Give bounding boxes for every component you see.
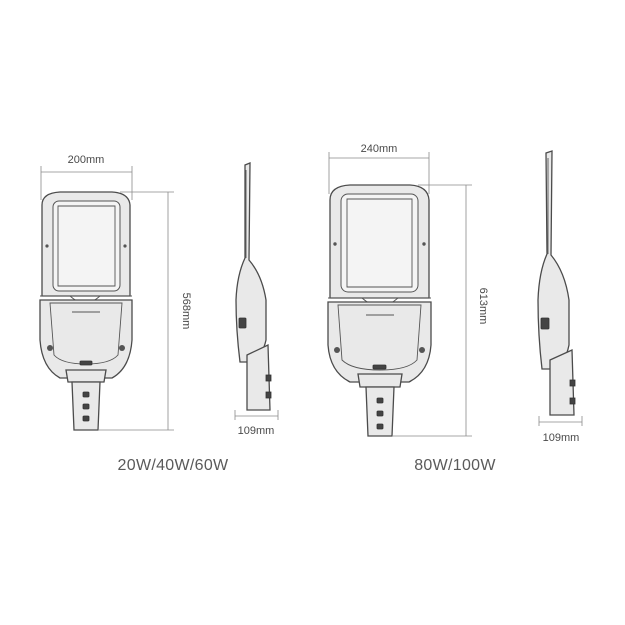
small-depth-dimension: 109mm <box>234 410 279 437</box>
large-depth-label: 109mm <box>543 432 580 444</box>
small-width-dimension: 200mm <box>40 154 133 200</box>
small-height-label: 568mm <box>180 293 192 330</box>
large-width-label: 240mm <box>361 143 398 155</box>
small-width-label: 200mm <box>68 154 105 166</box>
large-depth-dimension: 109mm <box>538 416 583 444</box>
large-width-dimension: 240mm <box>328 143 430 194</box>
large-side-view <box>537 150 576 416</box>
large-front-view <box>327 184 432 437</box>
large-height-label: 613mm <box>477 288 489 325</box>
small-side-view <box>235 162 272 411</box>
large-height-dimension: 613mm <box>392 184 489 437</box>
large-model-label: 80W/100W <box>414 457 496 474</box>
small-model-label: 20W/40W/60W <box>118 457 229 474</box>
small-height-dimension: 568mm <box>98 191 192 431</box>
small-front-view <box>39 191 133 431</box>
small-depth-label: 109mm <box>238 425 275 437</box>
